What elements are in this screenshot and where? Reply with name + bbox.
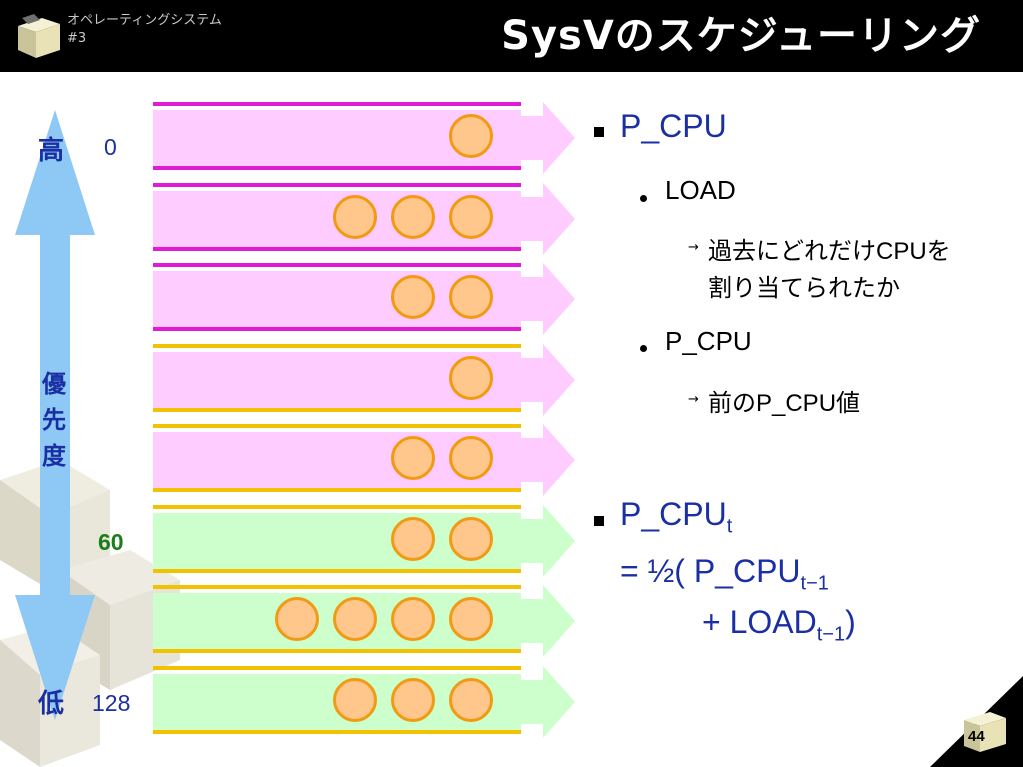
course-title: オペレーティングシステム #3	[67, 12, 222, 48]
priority-low-label: 低	[38, 689, 65, 719]
process-circle	[333, 597, 377, 641]
process-circle	[449, 597, 493, 641]
process-circle	[391, 678, 435, 722]
process-circle	[391, 517, 435, 561]
bullet-square-icon	[594, 127, 604, 137]
arrow-bullet-icon: →	[688, 392, 699, 407]
process-circle	[449, 436, 493, 480]
formula-sub2: t−1	[816, 623, 846, 646]
process-circle	[449, 517, 493, 561]
priority-axis-label: 優 先 度	[38, 366, 70, 474]
priority-axis-char: 度	[42, 442, 66, 470]
queue-arrow-tip	[519, 183, 575, 255]
queue-bottom-rule	[153, 327, 521, 331]
formula-eq-text: = ½( P_CPU	[620, 553, 801, 589]
process-circle	[449, 114, 493, 158]
priority-high-label: 高	[38, 136, 65, 166]
p-cpu-heading: P_CPU	[620, 108, 727, 144]
formula-lhs: P_CPUt	[620, 496, 732, 538]
formula-plus-text: + LOAD	[702, 604, 817, 640]
queue-bottom-rule	[153, 166, 521, 170]
priority-value-0: 0	[104, 134, 117, 160]
page-number: 44	[968, 728, 985, 745]
formula-sub1: t−1	[800, 572, 829, 595]
load-description-line1: 過去にどれだけCPUを	[708, 238, 951, 265]
queue-bottom-rule	[153, 488, 521, 492]
lecture-number: #3	[67, 31, 87, 46]
queue-top-rule	[153, 666, 521, 670]
queue-arrow-tip	[519, 505, 575, 577]
process-circle	[333, 678, 377, 722]
priority-value-60: 60	[98, 529, 124, 555]
priority-double-arrow	[15, 110, 95, 720]
p-cpu-description: 前のP_CPU値	[708, 390, 861, 417]
queue-arrow-tip	[519, 263, 575, 335]
process-circle	[449, 275, 493, 319]
bullet-square-icon	[594, 516, 604, 526]
priority-value-128: 128	[92, 690, 131, 716]
queue-top-rule	[153, 102, 521, 106]
run-queue	[153, 102, 575, 174]
run-queue	[153, 424, 575, 496]
queue-top-rule	[153, 263, 521, 267]
load-item: LOAD	[665, 175, 736, 205]
queue-top-rule	[153, 183, 521, 187]
queue-bottom-rule	[153, 408, 521, 412]
bullet-dot-icon	[640, 195, 647, 202]
queue-arrow-tip	[519, 344, 575, 416]
queue-arrow-tip	[519, 585, 575, 657]
priority-axis-char: 優	[42, 370, 66, 398]
queue-arrow-tip	[519, 424, 575, 496]
process-circle	[391, 597, 435, 641]
run-queue	[153, 505, 575, 577]
formula-lhs-text: P_CPU	[620, 496, 727, 532]
process-circle	[391, 195, 435, 239]
queue-top-rule	[153, 505, 521, 509]
queue-bottom-rule	[153, 247, 521, 251]
load-description-line2: 割り当てられたか	[708, 275, 900, 302]
cube-logo-icon	[18, 14, 60, 58]
bullet-dot-icon	[640, 345, 647, 352]
slide-title: SysVのスケジューリング	[501, 13, 981, 59]
queue-top-rule	[153, 344, 521, 348]
course-name: オペレーティングシステム	[67, 13, 222, 28]
formula-line2: = ½( P_CPUt−1	[620, 553, 829, 595]
formula-close-text: )	[845, 604, 856, 640]
queue-bottom-rule	[153, 649, 521, 653]
process-circle	[391, 436, 435, 480]
formula-lhs-sub: t	[726, 515, 733, 538]
run-queue	[153, 183, 575, 255]
run-queue	[153, 344, 575, 416]
run-queue	[153, 666, 575, 738]
queue-bottom-rule	[153, 730, 521, 734]
process-circle	[275, 597, 319, 641]
slide-header: オペレーティングシステム #3 SysVのスケジューリング	[0, 0, 1023, 72]
queue-arrow-tip	[519, 666, 575, 738]
process-circle	[391, 275, 435, 319]
p-cpu-item: P_CPU	[665, 326, 752, 356]
process-circle	[449, 195, 493, 239]
process-circle	[449, 678, 493, 722]
queue-top-rule	[153, 585, 521, 589]
queue-top-rule	[153, 424, 521, 428]
queue-bottom-rule	[153, 569, 521, 573]
process-circle	[449, 356, 493, 400]
arrow-bullet-icon: →	[688, 240, 699, 255]
priority-axis-char: 先	[42, 406, 66, 434]
process-circle	[333, 195, 377, 239]
page-corner-badge	[930, 676, 1023, 767]
queue-arrow-tip	[519, 102, 575, 174]
run-queue	[153, 263, 575, 335]
run-queue	[153, 585, 575, 657]
formula-line3: + LOADt−1)	[702, 604, 856, 646]
